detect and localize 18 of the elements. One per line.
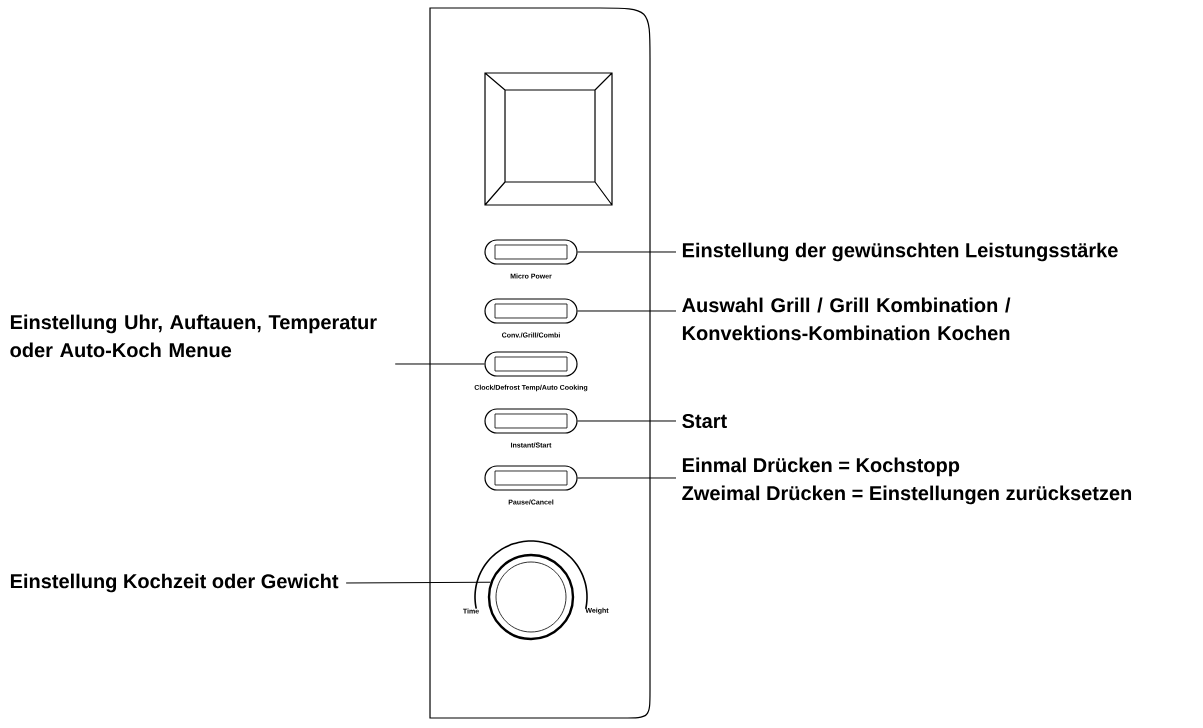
callout-text: Einstellung Uhr, Auftauen, Temperatur oder Auto-Koch Menue [10, 314, 377, 358]
leader-line [394, 363, 485, 365]
callout-text: Auswahl Grill / Grill Kombination / Konvektions-Kombination Kochen [682, 297, 1011, 341]
knob [487, 553, 575, 641]
leader-line [577, 310, 677, 312]
leader-line [577, 477, 677, 479]
leader-line [345, 581, 491, 584]
leader-line [577, 420, 677, 422]
callout-text: Einmal Drücken = Kochstopp Zweimal Drücken = Einstellungen zurücksetzen [682, 457, 1132, 505]
button [484, 465, 578, 491]
button [484, 298, 578, 324]
button [484, 239, 578, 265]
callout-text: Einstellung Kochzeit oder Gewicht [10, 573, 339, 593]
callout-text: Start [682, 413, 727, 429]
callout-text: Einstellung der gewünschten Leistungsstärke [682, 242, 1118, 262]
leader-line [577, 251, 677, 253]
button [484, 351, 578, 377]
button [484, 408, 578, 434]
